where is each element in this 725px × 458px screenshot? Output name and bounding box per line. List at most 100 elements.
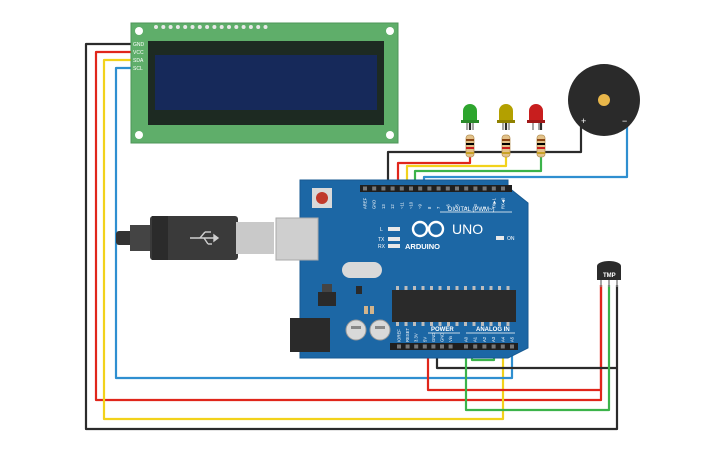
wire-pin10[interactable] — [413, 155, 543, 186]
digital-pin[interactable] — [372, 186, 377, 191]
power-pin[interactable] — [448, 344, 453, 349]
resistor-1[interactable] — [465, 134, 475, 158]
led-yellow[interactable] — [497, 104, 515, 130]
chip-leg — [506, 286, 510, 290]
power-pin[interactable] — [440, 344, 444, 349]
label-l: L — [380, 227, 383, 233]
digital-pin[interactable] — [363, 186, 367, 191]
piezo-buzzer[interactable]: + − — [568, 64, 640, 136]
brand-label: ARDUINO — [405, 242, 440, 251]
buzzer-minus-label: − — [622, 116, 627, 126]
led-green[interactable] — [461, 104, 479, 130]
analog-pin[interactable] — [510, 344, 514, 349]
power-pin-label: Vin — [448, 335, 453, 342]
digital-pin[interactable] — [427, 186, 432, 191]
digital-pin-label: 7 — [436, 206, 441, 209]
analog-pin[interactable] — [482, 344, 487, 349]
chip-leg — [498, 286, 501, 290]
power-pin-label: 3.3V — [414, 333, 419, 342]
analog-pin[interactable] — [491, 344, 496, 349]
digital-pin-label: ~5 — [455, 204, 460, 209]
digital-pin[interactable] — [482, 186, 487, 191]
digital-pin-label: ~11 — [399, 202, 404, 209]
wire-pin11[interactable] — [405, 155, 508, 186]
lcd-header-pin — [197, 25, 202, 29]
digital-pin[interactable] — [399, 186, 404, 191]
chip-leg — [404, 322, 408, 326]
lcd-header-pins — [154, 25, 268, 29]
analog-pin-label: A3 — [491, 336, 496, 342]
digital-pin[interactable] — [455, 186, 459, 191]
chip-leg — [472, 286, 476, 290]
chip-leg — [489, 322, 493, 326]
power-pin[interactable] — [414, 344, 419, 349]
wire-pin12[interactable] — [396, 155, 472, 186]
capacitor — [369, 319, 391, 341]
chip-leg — [413, 286, 416, 290]
usb-cable-wire — [116, 231, 134, 245]
buzzer-center — [598, 94, 610, 106]
digital-pin[interactable] — [445, 186, 450, 191]
capacitor — [345, 319, 367, 341]
digital-pin[interactable] — [464, 186, 469, 191]
power-pin[interactable] — [422, 344, 427, 349]
tmp-sensor[interactable]: TMP — [597, 261, 621, 287]
onboard-led-tx — [388, 237, 400, 241]
model-label: UNO — [452, 221, 483, 237]
power-pin-label: RESET — [405, 328, 410, 342]
wire-lcd-gnd[interactable] — [84, 42, 619, 431]
lcd-pin-label: SDA — [133, 58, 144, 64]
digital-pin[interactable] — [409, 186, 413, 191]
lcd-header-pin — [205, 25, 210, 29]
voltage-regulator — [318, 292, 336, 306]
resistor-3[interactable] — [536, 134, 546, 158]
digital-pin[interactable] — [491, 186, 496, 191]
chip-leg — [498, 322, 501, 326]
led-red[interactable] — [527, 104, 545, 130]
lcd-header-pin — [234, 25, 239, 29]
power-pin[interactable] — [431, 344, 436, 349]
usb-jack — [275, 217, 319, 261]
wire-buzzer-plus[interactable] — [386, 121, 583, 186]
lcd-header-pin — [256, 25, 261, 29]
resistor-2[interactable] — [501, 134, 511, 158]
lcd-pin-label: SCL — [133, 66, 143, 72]
wire-lcd-sda[interactable] — [102, 58, 505, 421]
digital-pin[interactable] — [418, 186, 423, 191]
wire-a0-signal[interactable] — [464, 285, 611, 412]
digital-pin[interactable] — [381, 186, 386, 191]
digital-pin[interactable] — [390, 186, 395, 191]
analog-pin[interactable] — [464, 344, 468, 349]
power-pin[interactable] — [405, 344, 410, 349]
usb-cable[interactable] — [116, 216, 274, 260]
digital-pin[interactable] — [436, 186, 441, 191]
analog-pin[interactable] — [500, 344, 505, 349]
digital-header — [360, 185, 512, 192]
lcd-pin-label: VCC — [133, 50, 144, 56]
lcd-display[interactable]: GND VCC SDA SCL — [130, 22, 399, 144]
digital-pin-label: 12 — [390, 204, 395, 209]
chip-leg — [481, 286, 484, 290]
chip-leg — [464, 322, 467, 326]
lcd-header-pin — [175, 25, 180, 29]
digital-pin[interactable] — [501, 186, 505, 191]
digital-pin-label: TX▶1 — [491, 197, 496, 209]
power-pin[interactable] — [397, 344, 401, 349]
lcd-header-pin — [190, 25, 195, 29]
digital-pin-label: AREF — [363, 197, 368, 209]
label-rx: RX — [378, 244, 386, 250]
lcd-header-pin — [183, 25, 188, 29]
chip-leg — [455, 322, 459, 326]
chip-legs — [396, 286, 510, 326]
usb-icon — [190, 231, 220, 245]
analog-pin-label: A5 — [510, 336, 515, 342]
power-pin-label: GND — [431, 333, 436, 342]
digital-pin-label: ~3 — [473, 204, 478, 209]
analog-pin[interactable] — [473, 344, 478, 349]
digital-pin[interactable] — [473, 186, 478, 191]
digital-pin-label: 8 — [427, 206, 432, 209]
wire-5v[interactable] — [426, 285, 603, 392]
chip-leg — [447, 322, 450, 326]
